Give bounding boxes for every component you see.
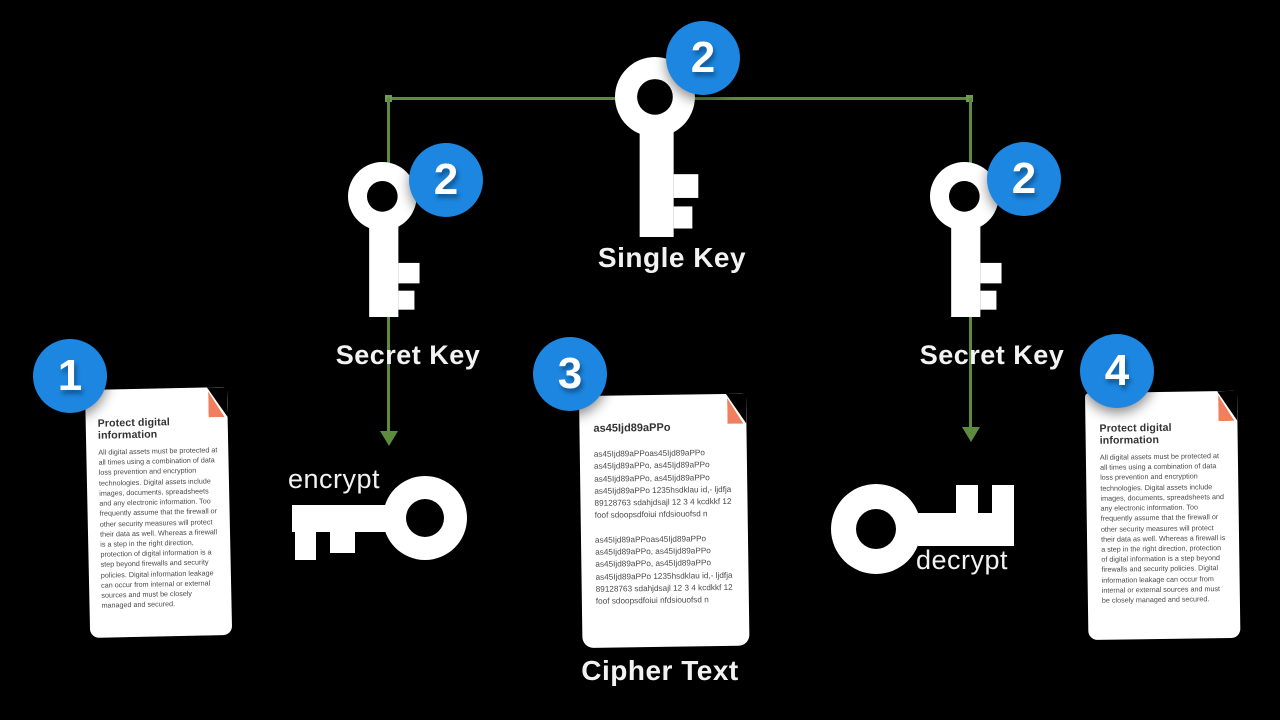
cipher-paragraph-2: as45Ijd89aPPoas45Ijd89aPPo as45Ijd89aPPo… bbox=[594, 534, 733, 607]
encrypt-label: encrypt bbox=[288, 464, 381, 494]
decrypt-label: decrypt bbox=[916, 545, 1009, 575]
cipher-document-title: as45Ijd89aPPo bbox=[593, 421, 671, 435]
document-title: Protect digital information bbox=[1099, 421, 1172, 447]
document-body: All digital assets must be protected at … bbox=[1099, 451, 1226, 605]
cipher-text-label: Cipher Text bbox=[581, 655, 739, 686]
secret-key-icon-right bbox=[930, 162, 1002, 317]
encrypt-key-icon bbox=[292, 476, 467, 560]
key-count-badge-top: 2 bbox=[666, 21, 740, 95]
decrypt-key-icon bbox=[831, 484, 1014, 574]
arrow-down-icon bbox=[962, 427, 980, 442]
document-body: All digital assets must be protected at … bbox=[98, 445, 218, 610]
secret-key-label-left: Secret Key bbox=[335, 340, 481, 370]
document-title: Protect digital information bbox=[97, 416, 170, 442]
plaintext-document-right: Protect digital information All digital … bbox=[1085, 390, 1241, 640]
step-badge-1: 1 bbox=[33, 339, 107, 413]
arrow-down-icon bbox=[380, 431, 398, 446]
secret-key-label-right: Secret Key bbox=[919, 340, 1065, 370]
cipher-paragraph-1: as45Ijd89aPPoas45Ijd89aPPo as45Ijd89aPPo… bbox=[593, 448, 732, 521]
secret-key-icon-left bbox=[348, 162, 420, 317]
key-count-badge-left: 2 bbox=[409, 143, 483, 217]
plaintext-document-left: Protect digital information All digital … bbox=[85, 387, 233, 638]
key-count-badge-right: 2 bbox=[987, 142, 1061, 216]
step-badge-4: 4 bbox=[1080, 334, 1154, 408]
step-badge-3: 3 bbox=[533, 337, 607, 411]
ciphertext-document: as45Ijd89aPPo as45Ijd89aPPoas45Ijd89aPPo… bbox=[579, 393, 750, 648]
single-key-label: Single Key bbox=[597, 242, 747, 273]
